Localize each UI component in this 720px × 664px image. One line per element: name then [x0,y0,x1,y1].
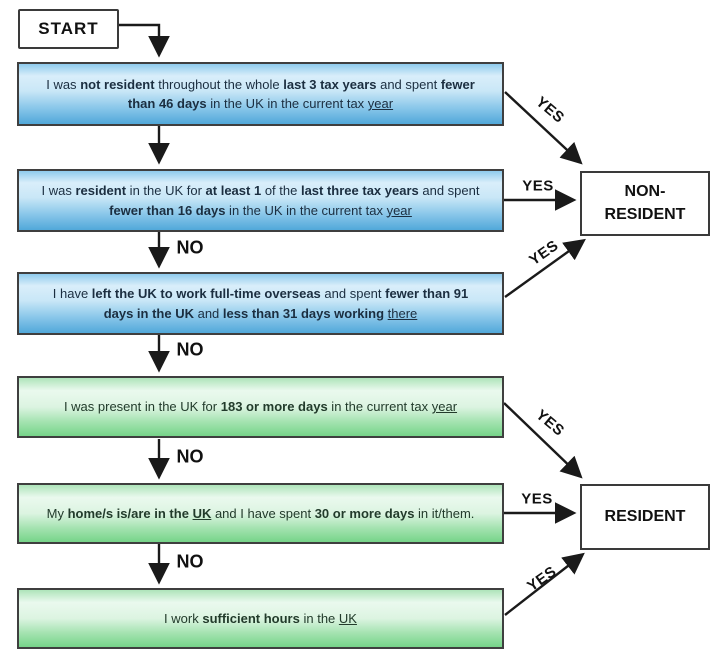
inline-link[interactable]: UK [192,505,212,521]
outcome-non-resident: NON- RESIDENT [580,171,710,236]
inline-link[interactable]: year [367,96,394,111]
text-segment: I was present in the UK for [63,399,221,415]
arrow-start-to-q1 [116,23,170,58]
no-label-q5: NO [176,551,204,572]
no-label-q4: NO [176,446,204,467]
arrow-q1-yes-to-nonresident [504,91,583,165]
text-segment: and spent [376,76,441,92]
text-segment: resident [75,183,127,198]
text-segment: at least 1 [205,183,262,198]
text-segment: and [193,305,223,321]
question-node-4: I was present in the UK for 183 or more … [17,376,504,438]
arrow-q4-yes-to-resident [503,402,583,479]
text-segment: in the UK for [126,183,206,198]
text-segment: last 3 tax years [283,76,377,92]
question-node-6: I work sufficient hours in the UK [17,588,504,649]
inline-link[interactable]: there [387,305,418,321]
yes-label-q2: YES [522,177,554,195]
text-segment: My [46,505,68,521]
no-label-q2: NO [176,237,204,258]
text-segment: and spent [418,183,480,198]
start-label: START [38,19,99,38]
text-segment: in the current tax [327,399,432,415]
text-segment: and I have spent [211,505,315,521]
text-segment: in the UK in the current tax [206,96,368,111]
text-segment: less than 31 days working [222,305,385,321]
text-segment: of the [261,183,301,198]
question-node-3: I have left the UK to work full-time ove… [17,272,504,335]
question-text-4: I was present in the UK for 183 or more … [64,397,457,417]
text-segment: fewer than 46 days [127,76,475,112]
inline-link[interactable]: year [431,399,458,415]
text-segment: 30 or more days [314,505,415,521]
inline-link[interactable]: year [386,202,412,218]
inline-link[interactable]: UK [338,610,357,626]
text-segment: I was [41,183,76,198]
arrow-q6-yes-to-resident [504,552,585,616]
text-segment: in the [299,610,339,626]
text-segment: sufficient hours [202,610,300,626]
arrow-q3-yes-to-nonresident [504,238,586,298]
text-segment: last three tax years [300,183,419,198]
text-segment: throughout the whole [154,76,284,92]
question-text-3: I have left the UK to work full-time ove… [39,284,482,323]
outcome-resident-line1: RESIDENT [604,507,686,525]
text-segment: not resident [80,76,155,92]
question-text-5: My home/s is/are in the UK and I have sp… [47,504,475,524]
question-text-2: I was resident in the UK for at least 1 … [39,181,482,220]
text-segment: I work [164,610,203,626]
question-node-5: My home/s is/are in the UK and I have sp… [17,483,504,544]
question-node-2: I was resident in the UK for at least 1 … [17,169,504,232]
text-segment: 183 or more days [220,399,328,415]
text-segment: left the UK to work full-time overseas [91,286,321,301]
question-node-1: I was not resident throughout the whole … [17,62,504,126]
no-label-q3: NO [176,339,204,360]
text-segment: in the UK in the current tax [225,202,387,218]
question-text-6: I work sufficient hours in the UK [164,609,357,629]
text-segment: and spent [320,286,386,301]
text-segment: fewer than 91 days in the UK [103,286,469,321]
text-segment: in it/them. [414,505,475,521]
yes-label-q5: YES [521,490,553,508]
start-node: START [18,9,119,49]
outcome-non-resident-line2: RESIDENT [604,205,686,223]
text-segment: home/s is/are in the [67,505,193,521]
text-segment: fewer than 16 days [109,202,226,218]
outcome-non-resident-line1: NON- [624,183,666,201]
text-segment: I have [52,286,92,301]
outcome-resident: RESIDENT [580,484,710,550]
question-text-1: I was not resident throughout the whole … [39,75,482,114]
text-segment: I was [46,76,81,92]
